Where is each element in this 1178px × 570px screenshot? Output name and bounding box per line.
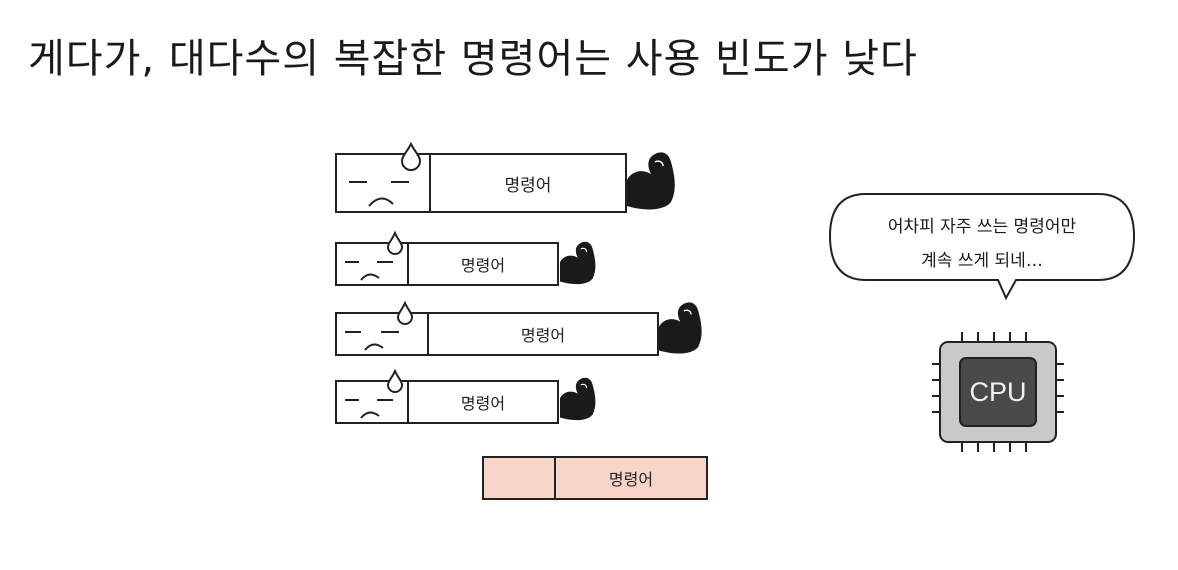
sweat-drop-icon — [396, 300, 414, 325]
instruction-label: 명령어 — [460, 394, 506, 413]
frown-face-icon — [349, 181, 409, 207]
cpu-chip: CPU — [932, 332, 1064, 452]
instruction-complex-3: 명령어 — [335, 300, 715, 360]
instruction-simple: 명령어 — [482, 456, 708, 500]
frown-face-icon — [345, 399, 393, 419]
frown-face-icon — [345, 331, 399, 351]
cpu-label: CPU — [969, 376, 1027, 407]
sweat-drop-icon — [400, 141, 422, 171]
instruction-label: 명령어 — [608, 470, 654, 489]
page-title: 게다가, 대다수의 복잡한 명령어는 사용 빈도가 낮다 — [28, 36, 918, 82]
flexed-bicep-icon — [559, 241, 596, 285]
speech-bubble: 어차피 자주 쓰는 명령어만 계속 쓰게 되네… — [826, 190, 1138, 301]
cpu-chip-icon — [932, 332, 1064, 452]
frown-face-icon — [345, 261, 393, 281]
instruction-label: 명령어 — [520, 326, 566, 345]
flexed-bicep-icon — [658, 302, 702, 354]
instruction-complex-2: 명령어 — [335, 230, 615, 288]
flexed-bicep-icon — [627, 152, 675, 210]
sweat-drop-icon — [386, 368, 404, 393]
flexed-bicep-icon — [559, 377, 596, 421]
instruction-complex-1: 명령어 — [335, 141, 685, 218]
sweat-drop-icon — [386, 230, 404, 255]
instruction-label: 명령어 — [504, 175, 552, 196]
instruction-label: 명령어 — [460, 256, 506, 275]
bubble-line-1: 어차피 자주 쓰는 명령어만 — [887, 217, 1077, 237]
bubble-line-2: 계속 쓰게 되네… — [921, 251, 1043, 271]
instruction-complex-4: 명령어 — [335, 368, 615, 428]
speech-bubble-outline-icon — [828, 193, 1136, 301]
